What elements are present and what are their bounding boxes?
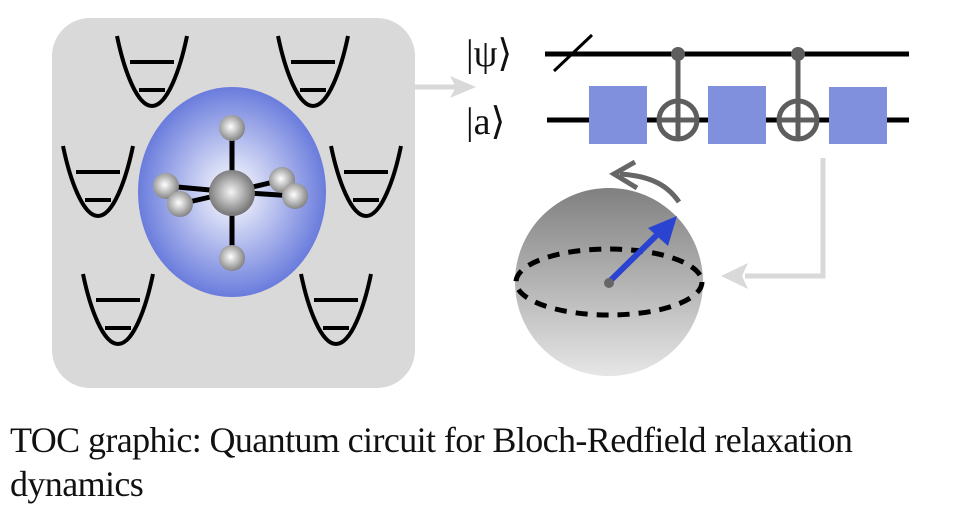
quantum-circuit <box>545 33 909 144</box>
flow-arrow-feedback <box>721 158 826 289</box>
register-slash-icon <box>552 33 594 73</box>
sphere-center <box>604 278 614 288</box>
gate-2 <box>708 86 766 144</box>
harmonic-well-icon <box>61 145 135 219</box>
harmonic-well-icon <box>81 273 155 347</box>
rotation-arrow-icon <box>619 171 682 204</box>
harmonic-well-icon <box>276 35 350 109</box>
harmonic-well-icon <box>299 273 373 347</box>
harmonic-well-icon <box>329 145 403 219</box>
figure-caption: TOC graphic: Quantum circuit for Bloch-R… <box>10 420 853 504</box>
harmonic-well-icon <box>115 35 189 109</box>
gate-3 <box>829 87 887 144</box>
cnot-2 <box>776 47 820 142</box>
gate-1 <box>589 86 647 144</box>
flow-arrow-right <box>415 76 476 98</box>
harmonic-wells <box>61 35 403 347</box>
bloch-sphere <box>513 159 705 376</box>
system-state-label: |ψ⟩ <box>466 33 512 75</box>
equator-dashed <box>513 246 705 318</box>
toc-figure: |ψ⟩ |a⟩ <box>52 18 909 388</box>
molecule-icon <box>153 115 308 271</box>
cnot-1 <box>656 47 700 142</box>
ancilla-state-label: |a⟩ <box>466 101 505 143</box>
state-vector-arrowhead-icon <box>648 216 677 246</box>
